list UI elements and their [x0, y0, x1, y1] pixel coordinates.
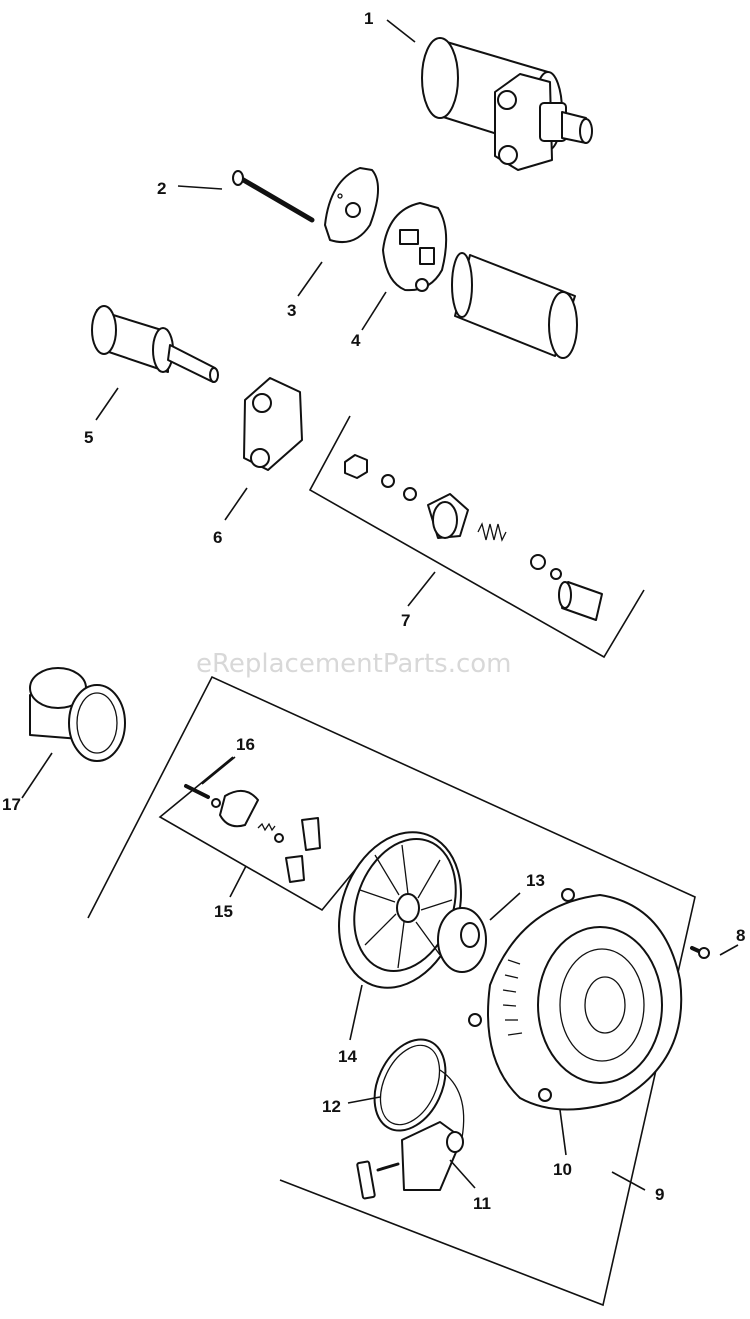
callout-2: 2 — [157, 179, 166, 198]
part-end-plate[interactable] — [324, 167, 379, 244]
callout-5: 5 — [84, 428, 93, 447]
group-frame-9 — [87, 675, 696, 1307]
callout-13: 13 — [526, 871, 545, 890]
part-recoil-pulley[interactable] — [318, 815, 482, 1005]
part-starter-motor[interactable] — [421, 37, 593, 171]
callout-numbers: 1 2 3 4 5 6 7 8 9 10 11 12 13 14 15 16 1… — [2, 9, 745, 1213]
part-housing-screw[interactable] — [690, 946, 710, 959]
leader-lines — [21, 19, 739, 1191]
callout-11: 11 — [473, 1194, 491, 1213]
callout-1: 1 — [364, 9, 373, 28]
part-armature[interactable] — [91, 305, 219, 383]
watermark-text: eReplacementParts.com — [196, 649, 512, 679]
part-motor-housing[interactable] — [451, 252, 578, 359]
callout-4: 4 — [351, 331, 361, 350]
part-starter-handle[interactable] — [356, 1121, 464, 1200]
part-starter-rope[interactable] — [361, 1028, 465, 1142]
part-brush-bracket[interactable] — [243, 377, 303, 471]
part-brush-holder[interactable] — [382, 202, 448, 292]
part-drive-kit[interactable] — [344, 454, 603, 621]
callout-6: 6 — [213, 528, 222, 547]
part-pawl-kit[interactable] — [184, 784, 321, 883]
group-frame-15 — [158, 756, 356, 912]
part-through-bolt[interactable] — [232, 170, 315, 223]
part-drive-cup[interactable] — [29, 667, 126, 762]
callout-12: 12 — [322, 1097, 341, 1116]
callout-9: 9 — [655, 1185, 664, 1204]
callout-7: 7 — [401, 611, 410, 630]
callout-17: 17 — [2, 795, 21, 814]
part-recoil-housing[interactable] — [468, 888, 683, 1111]
part-pulley-washer[interactable] — [437, 907, 487, 973]
callout-16: 16 — [236, 735, 255, 754]
callout-15: 15 — [214, 902, 233, 921]
callout-3: 3 — [287, 301, 296, 320]
callout-14: 14 — [338, 1047, 357, 1066]
callout-10: 10 — [553, 1160, 572, 1179]
group-frame-7 — [308, 415, 645, 659]
callout-8: 8 — [736, 926, 745, 945]
